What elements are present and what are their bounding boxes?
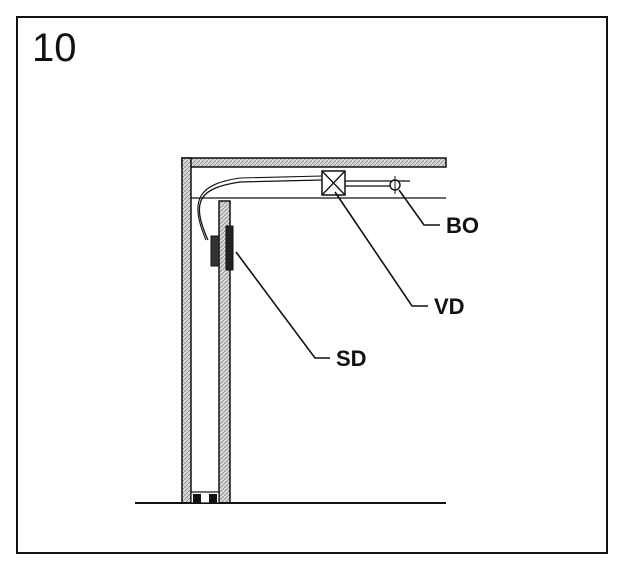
left-frame: [181, 157, 192, 504]
leader-bo: [398, 189, 440, 226]
door-sensor-bracket: [225, 225, 234, 271]
floor-sill: [190, 491, 220, 504]
sill-block-left: [193, 494, 201, 503]
label-sd: SD: [336, 346, 367, 371]
label-vd: VD: [434, 294, 465, 319]
leader-sd: [235, 251, 330, 359]
junction-box-icon: [321, 170, 346, 196]
top-frame: [181, 157, 447, 168]
label-bo: BO: [446, 213, 479, 238]
bolt-terminal-icon: [389, 176, 401, 194]
sill-block-right: [209, 494, 217, 503]
sensor-cable: [198, 179, 323, 241]
leader-vd: [334, 191, 428, 307]
sensor-cable-outer: [197, 175, 323, 241]
step-number: 10: [32, 26, 77, 70]
door-sensor: [210, 235, 220, 267]
figure-frame: [16, 16, 608, 554]
